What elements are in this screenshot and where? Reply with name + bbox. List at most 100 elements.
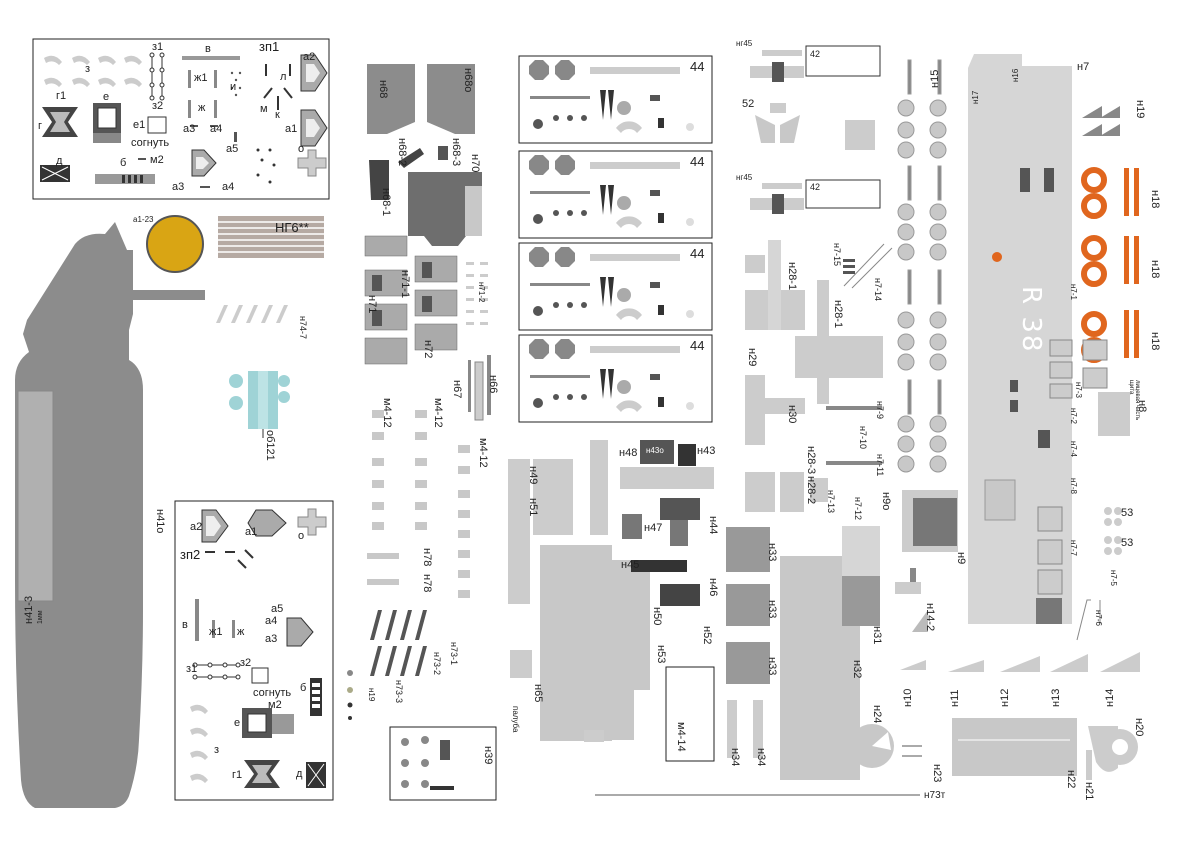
label-n50: н50	[651, 607, 663, 626]
label-z2-2: з2	[240, 657, 252, 669]
label-m4-12-b: м4-12	[432, 398, 444, 428]
label-v: в	[205, 43, 211, 55]
label-n39: н39	[482, 746, 494, 765]
label-a4-2: а4	[265, 615, 278, 627]
label-44-d: 44	[690, 338, 705, 353]
label-n73-2: н73-2	[432, 652, 442, 675]
label-n20: н20	[1133, 718, 1145, 737]
label-n19: н19	[367, 688, 376, 702]
label-n45p: н45	[621, 559, 640, 571]
label-a1-2: а1	[245, 526, 258, 538]
label-n9: н9	[955, 552, 967, 565]
label-b: б	[120, 157, 127, 169]
label-n32: н32	[851, 660, 863, 679]
label-m2: м2	[150, 154, 164, 166]
label-a4: а4	[210, 123, 223, 135]
label-n17: н17	[971, 90, 980, 104]
label-n78-b: н78	[421, 574, 433, 593]
zp1-box	[32, 38, 330, 200]
label-n41o: н41о	[154, 509, 166, 534]
panel-44-set	[518, 55, 713, 423]
zp2-box	[174, 500, 334, 801]
label-zp2: зп2	[180, 547, 201, 562]
label-n72: н72	[422, 340, 434, 359]
label-a2: а2	[303, 51, 316, 63]
label-n68-2: н68-2	[396, 138, 408, 167]
label-n7-12: н7-12	[853, 497, 863, 520]
label-a1-23: а1-23	[133, 215, 154, 224]
label-g1: г1	[56, 90, 67, 102]
label-e1: е1	[133, 119, 146, 131]
label-n7-14: н7-14	[873, 278, 883, 301]
m4-12-parts	[372, 410, 470, 598]
label-n8-note: лицевая часть щита	[1128, 380, 1140, 421]
label-d-2: д	[296, 768, 303, 780]
label-n7-1: н7-1	[1069, 284, 1078, 300]
label-k: к	[275, 109, 280, 121]
label-n78-a: н78	[421, 548, 433, 567]
label-n7-7: н7-7	[1069, 540, 1078, 556]
label-n31: н31	[871, 626, 883, 645]
label-ng6: НГ6**	[275, 220, 309, 235]
label-n13: н13	[1050, 688, 1062, 707]
label-n7-13: н7-13	[826, 490, 836, 513]
label-n49: н49	[527, 466, 539, 485]
label-n33-b: н33	[766, 600, 778, 619]
label-42-a: 42	[810, 49, 821, 59]
label-g1-2: г1	[232, 769, 243, 781]
label-n73-3: н73-3	[394, 680, 404, 703]
label-n9o: н9о	[880, 492, 892, 511]
label-ob121: об121	[264, 430, 276, 461]
label-n65: н65	[532, 684, 544, 703]
label-g: г	[38, 120, 43, 132]
label-n43o: н43о	[646, 446, 664, 455]
label-z2: з2	[152, 100, 164, 112]
label-n28-3: н28-3	[805, 446, 817, 475]
label-a2-2: а2	[190, 521, 203, 533]
label-n73-1: н73-1	[449, 642, 459, 665]
label-a3-2: а3	[265, 633, 278, 645]
label-44-a: 44	[690, 59, 705, 74]
label-b-2: б	[300, 682, 307, 694]
label-52: 52	[742, 98, 755, 110]
label-n7-10: н7-10	[858, 426, 868, 449]
label-n21: н21	[1083, 782, 1095, 801]
label-n7-5: н7-5	[1109, 570, 1118, 586]
label-n68: н68	[377, 80, 389, 99]
label-n7-3: н7-3	[1074, 382, 1083, 398]
label-n7: н7	[1077, 61, 1090, 73]
label-zh: ж	[198, 102, 206, 114]
label-m4-12-c: м4-12	[477, 438, 489, 468]
label-42-b: 42	[810, 182, 821, 192]
label-a5-2: а5	[271, 603, 284, 615]
label-o: о	[298, 143, 305, 155]
label-n7-11: н7-11	[875, 454, 885, 477]
n71-n72-stack	[364, 235, 458, 365]
label-z1-2: з1	[186, 663, 198, 675]
hull-silhouette-n41o	[15, 222, 205, 808]
label-1mm: 1мм	[37, 610, 44, 624]
label-n68-3: н68-3	[450, 138, 462, 167]
n18-lifebuoys	[1081, 167, 1107, 363]
label-n10: н10	[902, 688, 914, 707]
label-n68o: н68о	[462, 68, 474, 93]
label-sognut-2: согнуть	[253, 687, 292, 699]
label-53-b: 53	[1121, 537, 1134, 549]
label-n7-2: н7-2	[1069, 408, 1078, 424]
label-n44p: н44	[707, 516, 719, 535]
label-a3: а3	[183, 123, 196, 135]
label-44-b: 44	[690, 154, 705, 169]
label-n14-2: н14-2	[924, 603, 936, 632]
label-n14: н14	[1104, 688, 1116, 707]
label-zh1-2: ж1	[209, 626, 223, 638]
n15-wheels	[897, 59, 947, 473]
label-n7-4: н7-4	[1069, 441, 1078, 457]
label-n71-2: н71-2	[477, 282, 486, 303]
label-n33-a: н33	[766, 543, 778, 562]
label-n34-a: н34	[729, 748, 741, 767]
label-zh1: ж1	[194, 72, 208, 84]
label-n46: н46	[707, 578, 719, 597]
label-n18-a: н18	[1149, 190, 1161, 209]
label-n43: н43	[697, 445, 716, 457]
